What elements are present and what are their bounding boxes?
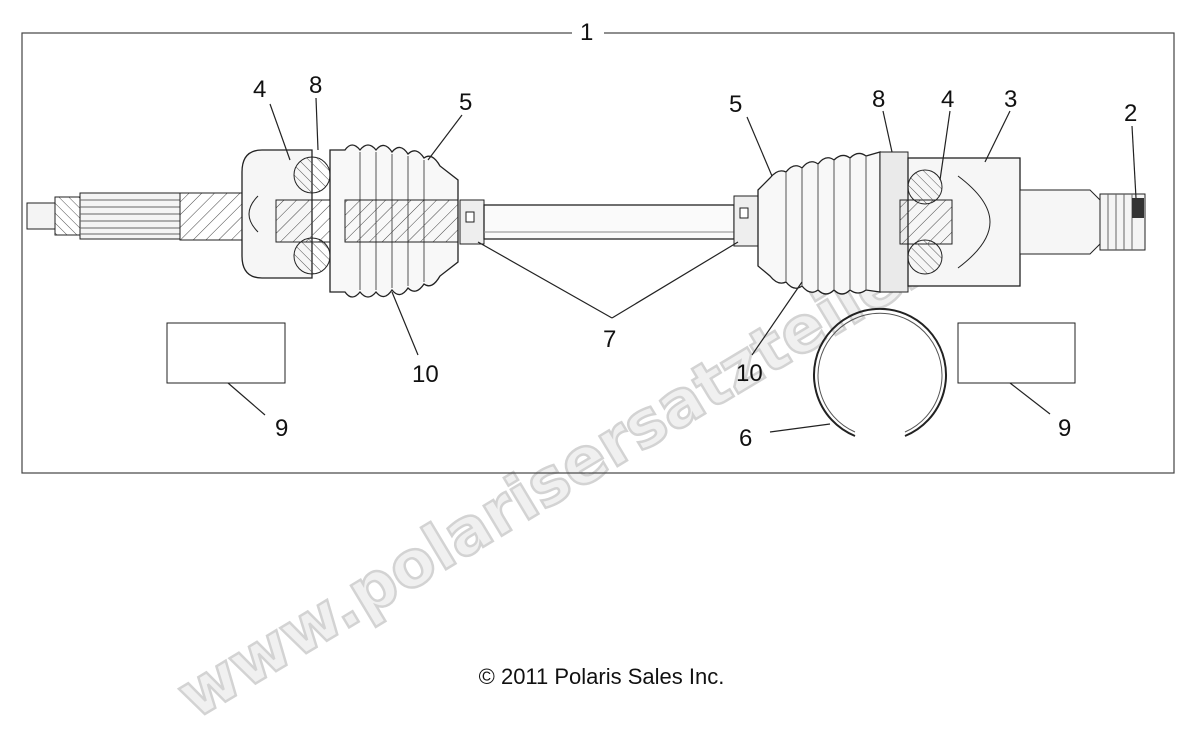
callout-4-right: 4 <box>941 86 954 113</box>
callout-5-right: 5 <box>729 91 742 118</box>
center-shaft <box>483 204 735 240</box>
callout-3: 3 <box>1004 86 1017 113</box>
callout-9-left: 9 <box>275 415 288 442</box>
left-shaft-end <box>26 149 459 279</box>
callout-6: 6 <box>739 425 752 452</box>
callout-10-left: 10 <box>412 361 439 388</box>
right-shaft-end <box>899 157 1146 287</box>
callout-1: 1 <box>580 19 593 46</box>
callout-8-right: 8 <box>872 86 885 113</box>
callout-7: 7 <box>603 326 616 353</box>
callout-8-left: 8 <box>309 72 322 99</box>
copyright-notice: © 2011 Polaris Sales Inc. <box>478 664 725 689</box>
callout-4-left: 4 <box>253 76 266 103</box>
callout-10-right: 10 <box>736 360 763 387</box>
callout-9-right: 9 <box>1058 415 1071 442</box>
left-boot <box>329 144 485 298</box>
callout-5-left: 5 <box>459 89 472 116</box>
right-boot <box>733 151 909 295</box>
label-decal-left <box>166 322 286 384</box>
label-decal-right <box>957 322 1076 384</box>
callout-2: 2 <box>1124 100 1137 127</box>
snap-ring <box>813 307 947 437</box>
leader-lines <box>227 97 1137 433</box>
